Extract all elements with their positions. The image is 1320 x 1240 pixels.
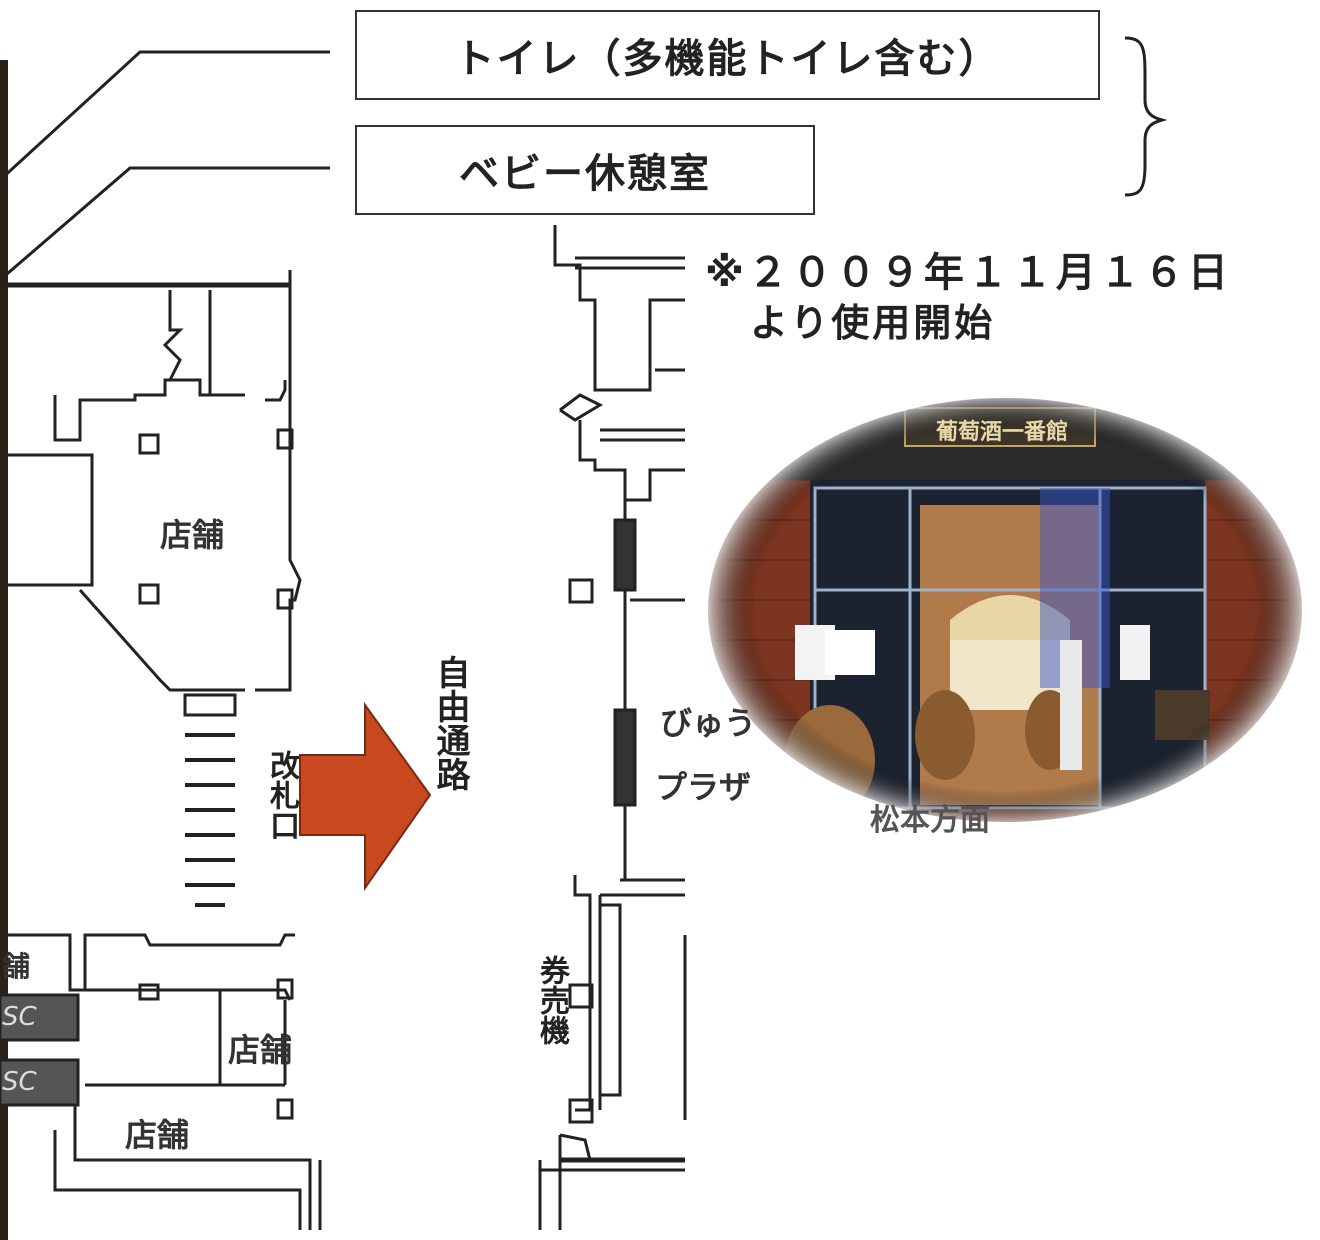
left-edge-strip (0, 60, 8, 1240)
free-passage-text: 自由通路 (430, 655, 470, 791)
ticket-machine-label: 券売機 (528, 955, 569, 1059)
usage-start-note-line1: ※２００９年１１月１６日 (705, 250, 1232, 296)
sc-label-1: SC (2, 1002, 37, 1032)
shop-lower-right-label: 店舗 (228, 1031, 293, 1069)
photo-sign-text: 葡萄酒一番館 (935, 420, 1068, 445)
baby-room-label: ベビー休憩室 (355, 125, 815, 215)
usage-start-note-line2: より使用開始 (750, 301, 996, 345)
toilet-label-text: トイレ（多機能トイレ含む） (454, 36, 1001, 82)
shop-photo (705, 395, 1305, 825)
view-plaza-line1: びゅう (660, 704, 757, 742)
matsumoto-exit-label: 松本方面 (870, 803, 990, 838)
free-passage-label: 自由通路 (428, 655, 472, 802)
toilet-label: トイレ（多機能トイレ含む） (355, 10, 1100, 100)
shop-upper-label: 店舗 (160, 516, 225, 554)
shop-partial-label: 舗 (2, 950, 31, 983)
ticket-gate-text: 改札口 (264, 750, 299, 840)
sc-label-2: SC (2, 1067, 37, 1097)
plan-lines (0, 36, 1168, 1230)
view-plaza-line2: プラザ (655, 768, 752, 806)
baby-room-label-text: ベビー休憩室 (459, 151, 711, 197)
right-arrow-icon (299, 701, 432, 892)
ticket-gate-label: 改札口 (258, 750, 299, 854)
shop-lower-left-label: 店舗 (125, 1116, 190, 1154)
ticket-machine-text: 券売機 (534, 955, 569, 1045)
